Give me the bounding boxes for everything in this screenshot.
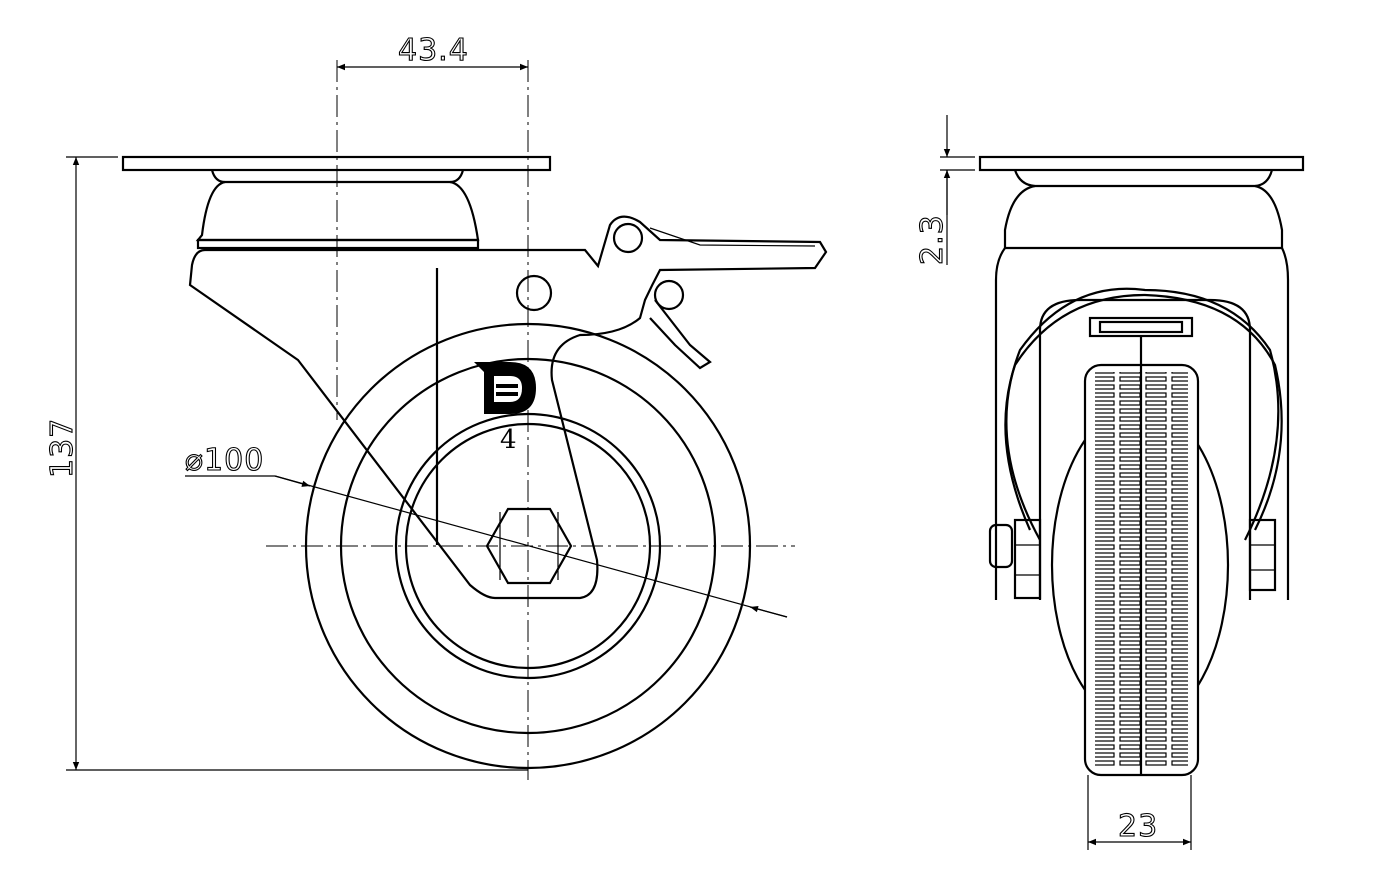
side-view: 4 43.4 137 ⌀100: [44, 32, 828, 780]
swivel-base: [196, 238, 480, 250]
axle-cap-left: [988, 523, 1014, 569]
logo-label: 4: [500, 425, 517, 455]
rivet-hole: [515, 274, 553, 312]
dimension-offset: 43.4: [398, 33, 469, 68]
dimension-wheel-diameter: ⌀100: [185, 443, 264, 478]
front-view: 2.3 23: [914, 115, 1305, 850]
dimension-height: 137: [45, 418, 80, 478]
brake-pedal-ribs: [649, 227, 816, 247]
axle-nut-right: [1248, 518, 1277, 592]
brake-lever: [649, 299, 712, 370]
wheel-top-bracket: [1088, 316, 1194, 338]
brake-pivot: [612, 222, 644, 254]
dimension-line-diameter: [274, 475, 788, 618]
swivel-housing-front: [1003, 184, 1284, 250]
top-plate-front: [978, 155, 1305, 172]
axle-nut-left: [1013, 518, 1042, 600]
swivel-housing: [195, 180, 480, 242]
brand-logo: [474, 362, 536, 414]
brake-pivot-lower: [653, 279, 685, 311]
dimension-wheel-width: 23: [1118, 809, 1158, 844]
dimension-plate-thickness: 2.3: [915, 214, 950, 265]
